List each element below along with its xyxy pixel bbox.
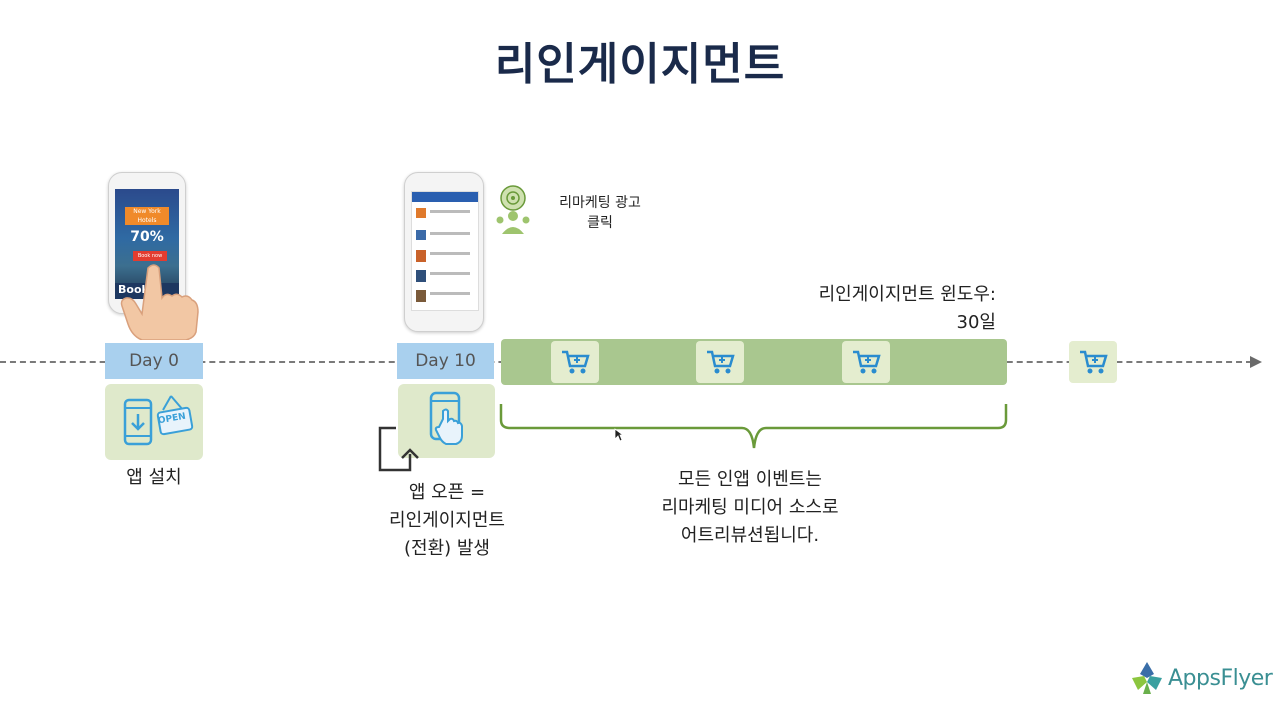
- cart-icon-1: [551, 341, 599, 383]
- attribution-note: 모든 인앱 이벤트는 리마케팅 미디어 소스로 어트리뷰션됩니다.: [620, 466, 880, 550]
- day10-label-text: Day 10: [415, 351, 476, 371]
- window-label-line1: 리인게이지먼트 윈도우:: [760, 281, 996, 309]
- shopping-cart-icon: [1078, 348, 1108, 376]
- day0-label: Day 0: [105, 343, 203, 379]
- day0-label-text: Day 0: [129, 351, 179, 371]
- install-icon-card: [105, 384, 203, 460]
- appsflyer-logo: AppsFlyer: [1130, 660, 1272, 696]
- ad-click-line1: 리마케팅 광고: [548, 193, 652, 213]
- list-line: [430, 272, 470, 275]
- list-line: [430, 292, 470, 295]
- app-open-line1: 앱 오픈 =: [362, 479, 532, 507]
- shopping-cart-icon: [705, 348, 735, 376]
- tapping-hand-icon: [120, 262, 208, 340]
- list-thumb: [416, 208, 426, 218]
- ad-click-label: 리마케팅 광고 클릭: [548, 193, 652, 233]
- shopping-cart-icon: [851, 348, 881, 376]
- reengagement-window-label: 리인게이지먼트 윈도우: 30일: [760, 281, 996, 337]
- day10-label: Day 10: [397, 343, 494, 379]
- app-header-bar: [412, 192, 478, 202]
- list-thumb: [416, 290, 426, 302]
- remarketing-target-icon: [492, 182, 534, 236]
- ad-headline: New York Hotels: [125, 207, 169, 225]
- phone-app-mockup: [404, 172, 484, 332]
- cart-icon-4: [1069, 341, 1117, 383]
- appsflyer-logo-icon: [1130, 660, 1164, 696]
- window-label-line2: 30일: [760, 309, 996, 337]
- list-thumb: [416, 250, 426, 262]
- cart-icon-3: [842, 341, 890, 383]
- timeline-arrowhead: [1250, 356, 1262, 368]
- attribution-line3: 어트리뷰션됩니다.: [620, 522, 880, 550]
- appsflyer-logo-text: AppsFlyer: [1168, 666, 1272, 691]
- ad-cta: Book now: [133, 251, 167, 261]
- install-label: 앱 설치: [105, 464, 203, 492]
- page-title: 리인게이지먼트: [0, 28, 1280, 92]
- app-open-label: 앱 오픈 = 리인게이지먼트 (전환) 발생: [362, 479, 532, 563]
- window-brace: [498, 402, 1010, 454]
- attribution-line1: 모든 인앱 이벤트는: [620, 466, 880, 494]
- ad-click-line2: 클릭: [548, 213, 652, 233]
- shopping-cart-icon: [560, 348, 590, 376]
- ad-discount: 70%: [123, 229, 171, 245]
- app-open-line3: (전환) 발생: [362, 535, 532, 563]
- cart-icon-2: [696, 341, 744, 383]
- app-open-line2: 리인게이지먼트: [362, 507, 532, 535]
- list-thumb: [416, 270, 426, 282]
- list-line: [430, 252, 470, 255]
- mouse-cursor-icon: [614, 428, 624, 442]
- tap-phone-icon: [417, 389, 477, 453]
- list-line: [430, 210, 470, 213]
- list-thumb: [416, 230, 426, 240]
- list-line: [430, 232, 470, 235]
- return-arrow-icon: [376, 424, 422, 474]
- app-download-icon: [111, 392, 197, 452]
- attribution-line2: 리마케팅 미디어 소스로: [620, 494, 880, 522]
